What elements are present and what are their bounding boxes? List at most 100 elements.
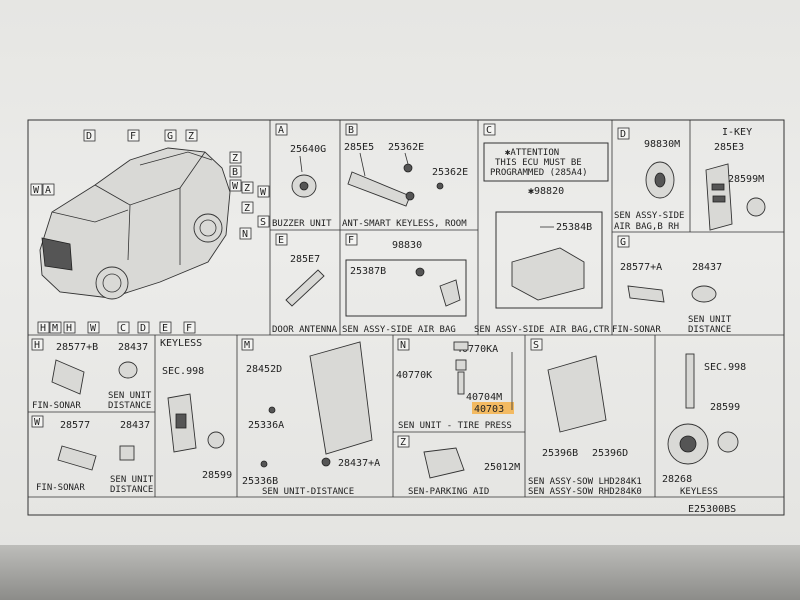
part-number: 25012M xyxy=(484,462,520,473)
part-number: SEC.998 xyxy=(704,362,746,373)
callout-letter: F xyxy=(130,131,136,142)
car-callout-right-2: W xyxy=(229,179,242,192)
panel-w-letter: W xyxy=(34,417,41,428)
panel-s: S 25396B 25396D SEN ASSY-SOW LHD284K1 SE… xyxy=(528,338,642,497)
panel-c: C ✱ATTENTION THIS ECU MUST BE PROGRAMMED… xyxy=(474,123,610,335)
part-number: 25387B xyxy=(350,266,386,277)
panel-z-caption: SEN-PARKING AID xyxy=(408,487,489,497)
part-number: 40770KA xyxy=(456,344,498,355)
panel-n-caption: SEN UNIT - TIRE PRESS xyxy=(398,421,512,431)
callout-letter: M xyxy=(52,323,58,334)
panel-a-caption: BUZZER UNIT xyxy=(272,219,332,229)
distance-sensor-part xyxy=(118,361,138,379)
panel-c-letter: C xyxy=(486,125,492,136)
panel-s-caption-2: SEN ASSY-SOW RHD284K0 xyxy=(528,487,642,497)
panel-b: B 285E5 25362E 25362E ANT-SMART KEYLESS,… xyxy=(342,123,468,229)
callout-letter: H xyxy=(66,323,72,334)
callout-letter: Z xyxy=(232,153,238,164)
parking-aid-sensor-part xyxy=(423,447,465,479)
car-callout-bottom-2: H xyxy=(63,321,76,334)
attention-line-1: ✱ATTENTION xyxy=(505,148,559,158)
callout-letter: W xyxy=(90,323,97,334)
fin-sonar-part xyxy=(57,445,97,471)
battery-part xyxy=(717,431,739,453)
panel-f-caption: SEN ASSY-SIDE AIR BAG xyxy=(342,325,456,335)
part-number: 28577 xyxy=(60,420,90,431)
panel-h-caption-3: DISTANCE xyxy=(108,401,151,411)
callout-letter: W xyxy=(33,185,40,196)
part-number: 28577+A xyxy=(620,262,662,273)
smart-keyless-antenna-part xyxy=(347,171,411,207)
panel-z-letter: Z xyxy=(400,437,406,448)
callout-letter: A xyxy=(45,185,51,196)
door-antenna-part xyxy=(285,269,325,307)
monitor-bezel-shadow xyxy=(0,545,800,600)
panel-keyless-mid-title: KEYLESS xyxy=(160,338,202,349)
car-callout-right-1: B xyxy=(229,165,242,178)
distance-sensor-bracket-part xyxy=(309,341,373,455)
callout-letter: E xyxy=(162,323,168,334)
car-callout-top-1: F xyxy=(127,129,140,142)
part-number: 285E5 xyxy=(344,142,374,153)
distance-sensor-part xyxy=(691,285,717,303)
panel-d-caption-1: SEN ASSY-SIDE xyxy=(614,211,684,221)
panel-g-caption-2: SEN UNIT xyxy=(688,315,732,325)
panel-i-key-title: I-KEY xyxy=(722,127,752,138)
panel-w: W 28577 28437 FIN-SONAR SEN UNIT DISTANC… xyxy=(31,415,154,495)
part-number: 28599 xyxy=(710,402,740,413)
panel-h-letter: H xyxy=(34,340,40,351)
car-callout-top-0: D xyxy=(83,129,96,142)
mechanical-key-part xyxy=(685,353,695,409)
callout-letter: W xyxy=(260,187,267,198)
panel-g-letter: G xyxy=(620,237,626,248)
car-callout-left-1: A xyxy=(42,183,55,196)
callout-letter: C xyxy=(120,323,126,334)
part-number-highlighted: 40703 xyxy=(474,404,504,415)
fin-sonar-part xyxy=(51,359,85,395)
part-number: 285E7 xyxy=(290,254,320,265)
panel-f: F 98830 25387B SEN ASSY-SIDE AIR BAG xyxy=(342,233,467,335)
part-number: 285E3 xyxy=(714,142,744,153)
part-number: 25396D xyxy=(592,448,628,459)
part-number: ✱98820 xyxy=(528,186,564,197)
car-callout-top-2: G xyxy=(164,129,177,142)
panel-e-caption: DOOR ANTENNA xyxy=(272,325,338,335)
part-number: 28452D xyxy=(246,364,282,375)
callout-letter: W xyxy=(232,181,239,192)
panel-c-caption: SEN ASSY-SIDE AIR BAG,CTR xyxy=(474,325,610,335)
part-number: 98830 xyxy=(392,240,422,251)
panel-d-caption-2: AIR BAG,B RH xyxy=(614,222,679,232)
highlight-marker xyxy=(472,402,514,414)
car-callout-right-6: S xyxy=(257,215,270,228)
battery-part xyxy=(746,197,766,217)
panel-n: N 40770KA 40770K 40704M 40703 SEN UNIT -… xyxy=(396,338,514,431)
air-bag-sensor-side-part xyxy=(439,279,461,307)
panel-keyless-right-caption: KEYLESS xyxy=(680,487,718,497)
panel-g-caption-1: FIN-SONAR xyxy=(612,325,661,335)
part-number: 98830M xyxy=(644,139,680,150)
part-number: 25362E xyxy=(432,167,468,178)
tire-pressure-valve-part xyxy=(457,371,465,395)
callout-letter: G xyxy=(167,131,173,142)
part-number: 25336A xyxy=(248,420,284,431)
callout-letter: H xyxy=(40,323,46,334)
callout-letter: B xyxy=(232,167,238,178)
car-callout-bottom-6: E xyxy=(159,321,172,334)
car-callout-right-4: W xyxy=(257,185,270,198)
diagram-code: E25300BS xyxy=(688,504,736,515)
panel-g: G 28577+A 28437 FIN-SONAR SEN UNIT DISTA… xyxy=(612,235,732,335)
car-callout-bottom-7: F xyxy=(183,321,196,334)
panel-n-letter: N xyxy=(400,340,406,351)
car-illustration xyxy=(39,147,231,300)
panel-w-caption-1: FIN-SONAR xyxy=(36,483,85,493)
panel-m: M 28452D 25336A 28437+A 25336B SEN UNIT-… xyxy=(241,338,380,497)
car-callout-bottom-3: W xyxy=(87,321,100,334)
panel-z: Z 25012M SEN-PARKING AID xyxy=(397,435,520,497)
side-object-warning-sensor-part xyxy=(547,355,607,433)
part-number: 40704M xyxy=(466,392,502,403)
part-number: 28437 xyxy=(120,420,150,431)
panel-s-letter: S xyxy=(533,340,539,351)
part-number: 28437 xyxy=(118,342,148,353)
